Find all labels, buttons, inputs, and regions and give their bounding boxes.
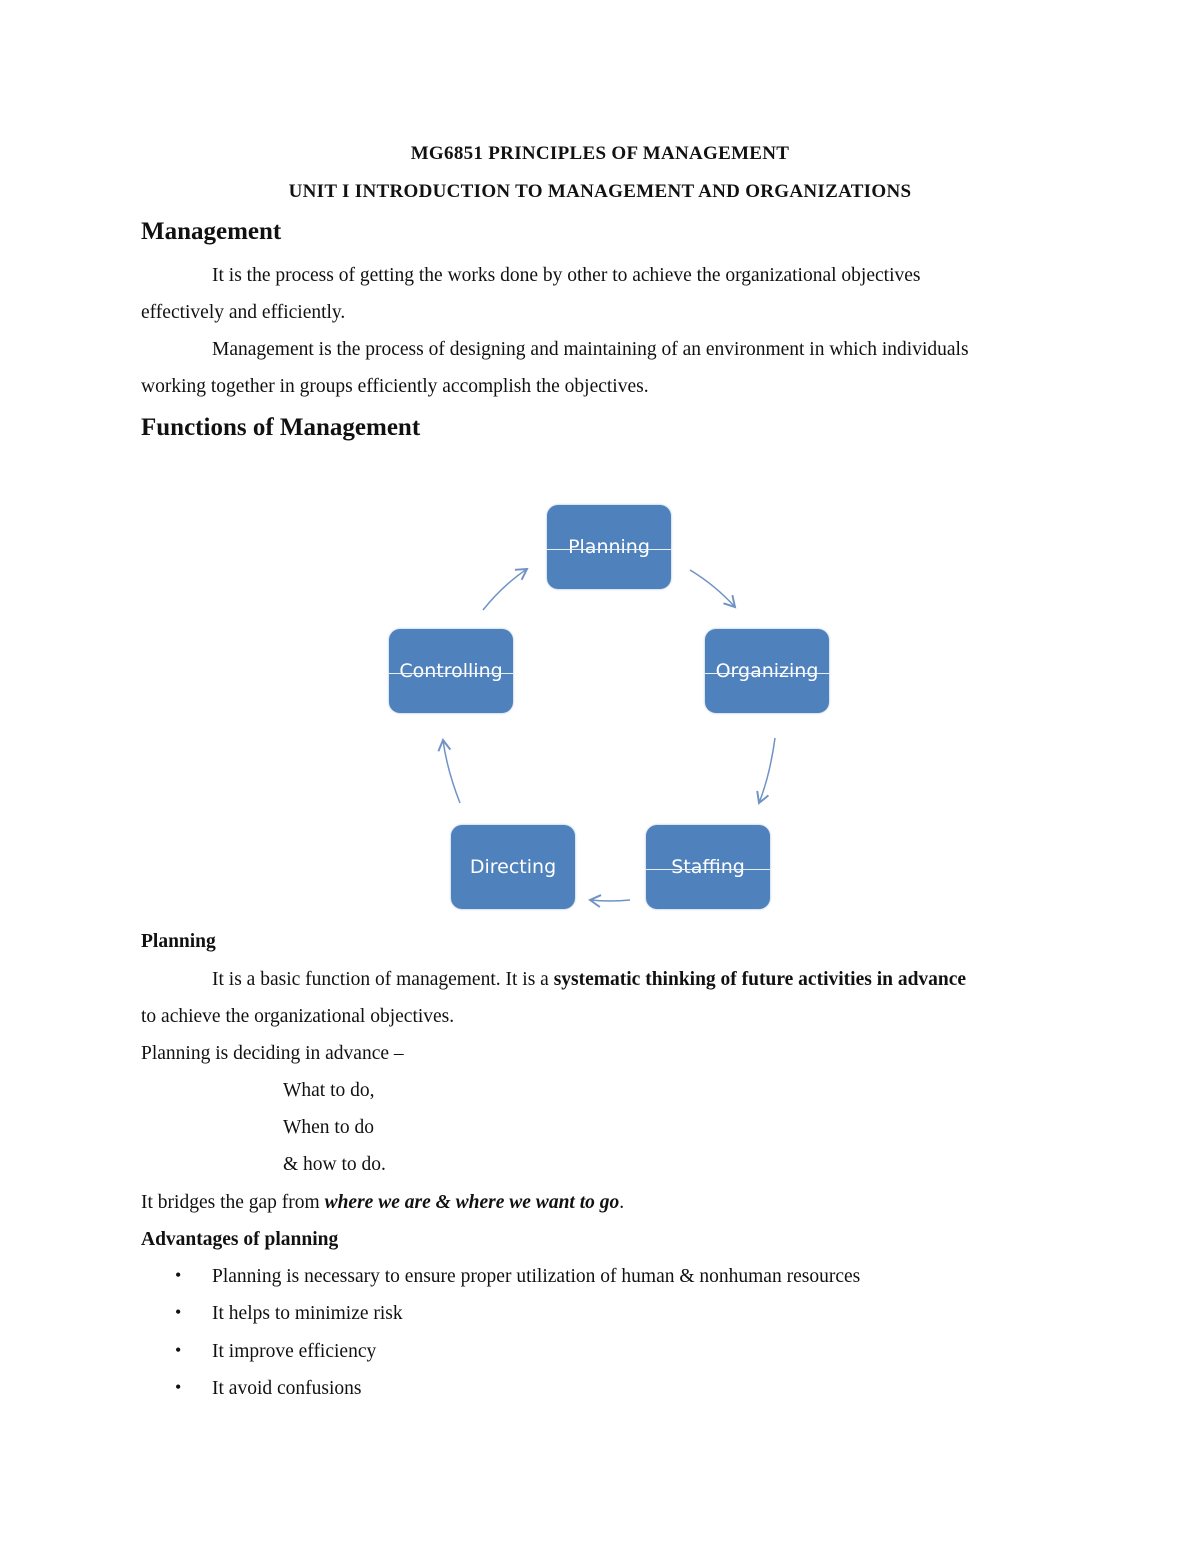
arrow-directing-to-controlling xyxy=(437,738,461,804)
functions-heading: Functions of Management xyxy=(141,414,421,441)
management-para2-line1: Management is the process of designing a… xyxy=(212,339,969,360)
management-para1-line2: effectively and efficiently. xyxy=(141,302,346,323)
emphasis-text: where we are & where we want to go xyxy=(324,1192,620,1213)
text: . xyxy=(619,1192,625,1213)
node-staffing: Staffing xyxy=(646,825,770,909)
node-planning: Planning xyxy=(547,505,671,589)
planning-item: & how to do. xyxy=(283,1154,386,1175)
planning-item: When to do xyxy=(283,1117,374,1138)
management-para2-line2: working together in groups efficiently a… xyxy=(141,376,649,397)
management-heading: Management xyxy=(141,218,282,245)
planning-item: What to do, xyxy=(283,1080,375,1101)
node-controlling: Controlling xyxy=(389,629,513,713)
bullet-icon: • xyxy=(175,1377,182,1397)
unit-title: UNIT I INTRODUCTION TO MANAGEMENT AND OR… xyxy=(288,181,912,202)
planning-bridge: It bridges the gap from where we are & w… xyxy=(141,1191,624,1215)
management-para1-line1: It is the process of getting the works d… xyxy=(212,265,921,286)
text: It bridges the gap from xyxy=(141,1192,325,1213)
advantages-heading: Advantages of planning xyxy=(141,1229,339,1250)
arrow-planning-to-organizing xyxy=(689,569,737,609)
planning-para1-line1: It is a basic function of management. It… xyxy=(212,968,966,992)
list-item: It helps to minimize risk xyxy=(212,1303,403,1324)
planning-deciding: Planning is deciding in advance – xyxy=(141,1043,404,1064)
bullet-icon: • xyxy=(175,1302,182,1322)
arrow-organizing-to-staffing xyxy=(756,737,776,805)
emphasis-text: systematic thinking of future activities… xyxy=(553,969,967,990)
node-organizing: Organizing xyxy=(705,629,829,713)
bullet-icon: • xyxy=(175,1340,182,1360)
list-item: It avoid confusions xyxy=(212,1378,362,1399)
node-label: Organizing xyxy=(715,660,819,682)
node-label: Directing xyxy=(469,856,557,878)
text: It is a basic function of management. It… xyxy=(212,969,554,990)
document-title: MG6851 PRINCIPLES OF MANAGEMENT xyxy=(410,143,790,164)
arrow-staffing-to-directing xyxy=(588,894,631,908)
node-label: Controlling xyxy=(399,660,503,682)
list-item: Planning is necessary to ensure proper u… xyxy=(212,1266,861,1287)
node-label: Staffing xyxy=(671,856,745,878)
bullet-icon: • xyxy=(175,1265,182,1285)
node-directing: Directing xyxy=(451,825,575,909)
arrow-controlling-to-planning xyxy=(482,567,529,611)
node-label: Planning xyxy=(568,536,650,558)
planning-para1-line2: to achieve the organizational objectives… xyxy=(141,1006,455,1027)
planning-heading: Planning xyxy=(141,931,216,952)
list-item: It improve efficiency xyxy=(212,1341,377,1362)
